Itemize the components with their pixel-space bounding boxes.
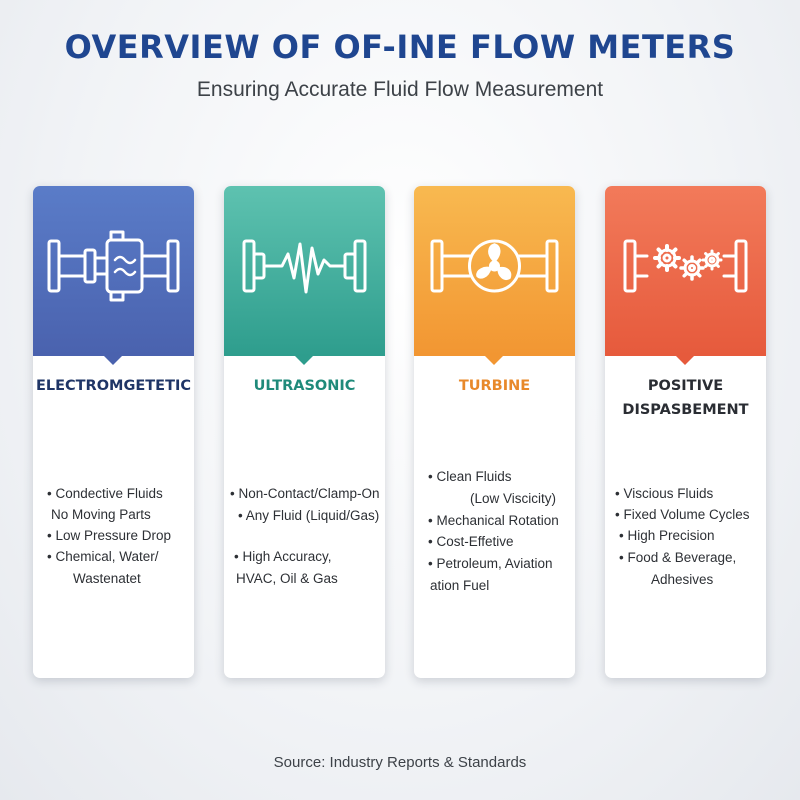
feature-item: • Food & Beverage,	[619, 550, 737, 565]
feature-item: • Condective Fluids	[47, 486, 163, 501]
page-subtitle: Ensuring Accurate Fluid Flow Measurement	[196, 78, 604, 101]
card-positive-displacement: POSITIVE DISPASBEMENT • Viscious Fluids …	[605, 186, 766, 678]
feature-item: • Cost-Effetive	[428, 534, 514, 549]
feature-item: • High Precision	[619, 528, 715, 543]
feature-item: • Low Pressure Drop	[47, 528, 172, 543]
feature-item: • Clean Fluids	[428, 469, 512, 484]
electromagnetic-meter-icon	[47, 230, 180, 302]
card-header	[605, 186, 766, 365]
feature-item: • Mechanical Rotation	[428, 513, 559, 528]
feature-item: • Non-Contact/Clamp-On	[230, 486, 380, 501]
feature-item: Adhesives	[651, 572, 714, 587]
card-ultrasonic: ULTRASONIC • Non-Contact/Clamp-On • Any …	[224, 186, 385, 678]
card-header	[33, 186, 194, 365]
feature-item: • Chemical, Water/	[47, 549, 159, 564]
feature-item: No Moving Parts	[51, 507, 151, 522]
feature-item: • Petroleum, Aviation	[428, 556, 553, 571]
feature-item: • Fixed Volume Cycles	[615, 507, 750, 522]
feature-item: ation Fuel	[430, 578, 490, 593]
feature-item: • Viscious Fluids	[615, 486, 714, 501]
source-note: Source: Industry Reports & Standards	[273, 754, 527, 771]
card-header	[414, 186, 575, 365]
card-title: POSITIVE DISPASBEMENT	[622, 378, 749, 418]
positive-displacement-meter-icon	[623, 239, 748, 293]
feature-item: • Any Fluid (Liquid/Gas)	[238, 508, 380, 523]
feature-item: (Low Viscicity)	[470, 491, 557, 506]
card-header	[224, 186, 385, 365]
card-title: TURBINE	[458, 378, 531, 394]
ultrasonic-meter-icon	[242, 239, 367, 294]
card-title: ELECTROMGETETIC	[35, 378, 192, 394]
feature-item: Wastenatet	[73, 571, 141, 586]
page-title: OVERVIEW OF OF-INE FLOW METERS	[64, 28, 736, 66]
card-turbine: TURBINE • Clean Fluids (Low Viscicity) •…	[414, 186, 575, 678]
card-electromagnetic: ELECTROMGETETIC • Condective Fluids No M…	[33, 186, 194, 678]
feature-item: • High Accuracy,	[234, 549, 332, 564]
card-title: ULTRASONIC	[253, 378, 356, 394]
turbine-meter-icon	[430, 239, 559, 293]
feature-item: HVAC, Oil & Gas	[236, 571, 338, 586]
